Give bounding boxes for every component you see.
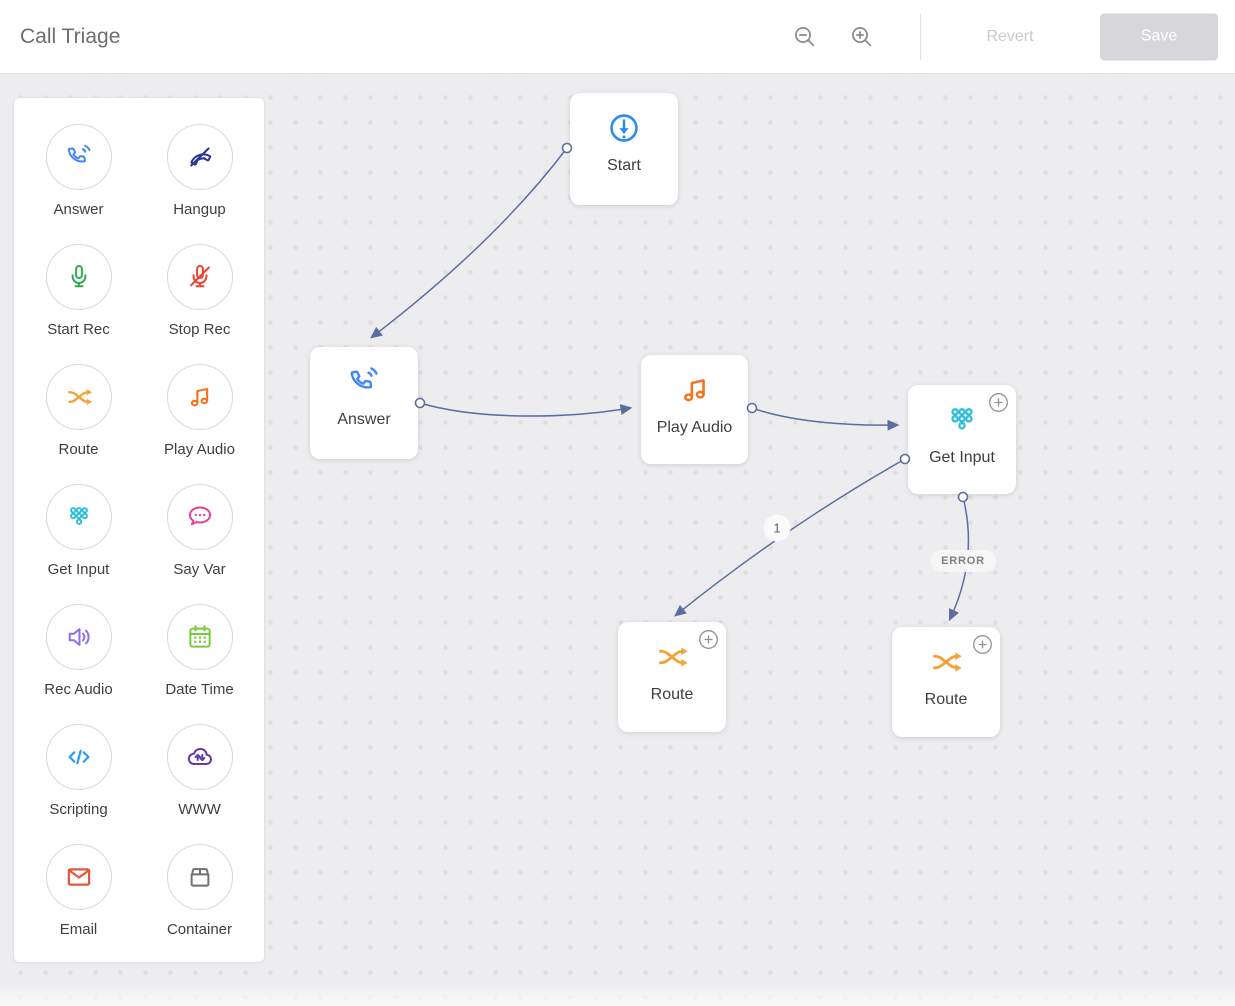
microphone-off-icon <box>185 262 215 292</box>
flow-canvas[interactable]: Answer Hangup Start Rec Stop Rec Route <box>0 73 1235 1006</box>
palette-item-label: Get Input <box>47 561 110 578</box>
magnifier-minus-icon <box>791 23 819 51</box>
zoom-out-button[interactable] <box>791 23 819 51</box>
palette-item-play-audio[interactable]: Play Audio <box>139 364 260 484</box>
palette-item-label: Rec Audio <box>44 681 113 698</box>
calendar-icon <box>185 622 215 652</box>
answer-phone-icon <box>346 364 382 400</box>
palette-item-www[interactable]: WWW <box>139 724 260 844</box>
node-label: Answer <box>337 411 391 428</box>
node-palette: Answer Hangup Start Rec Stop Rec Route <box>13 97 265 963</box>
edge-label-error: ERROR <box>930 550 996 572</box>
palette-item-label: Email <box>59 921 98 938</box>
palette-item-label: Play Audio <box>164 441 235 458</box>
add-transition-button[interactable] <box>698 629 719 650</box>
shuffle-route-icon <box>64 382 94 412</box>
palette-item-stop-rec[interactable]: Stop Rec <box>139 244 260 364</box>
start-icon <box>606 110 642 146</box>
palette-item-label: Answer <box>53 201 104 218</box>
palette-item-circle <box>45 124 112 190</box>
dialpad-icon <box>64 502 94 532</box>
magnifier-plus-icon <box>848 23 876 51</box>
node-label: Play Audio <box>656 419 733 436</box>
node-label: Get Input <box>929 449 995 466</box>
palette-item-email[interactable]: Email <box>18 844 139 964</box>
palette-item-label: Date Time <box>165 681 234 698</box>
node-get-input[interactable]: Get Input <box>908 385 1016 494</box>
edge-get-input-to-route-1 <box>674 458 906 617</box>
node-start[interactable]: Start <box>570 93 678 205</box>
edge-start-to-answer <box>370 147 568 339</box>
palette-item-label: WWW <box>178 801 221 818</box>
palette-item-circle <box>166 484 233 550</box>
palette-item-label: Start Rec <box>47 321 110 338</box>
edge-answer-to-play-audio <box>419 402 633 417</box>
music-note-icon <box>677 372 713 408</box>
palette-item-date-time[interactable]: Date Time <box>139 604 260 724</box>
palette-item-answer[interactable]: Answer <box>18 124 139 244</box>
port-play-audio-output[interactable] <box>746 402 758 414</box>
palette-item-circle <box>166 364 233 430</box>
palette-item-get-input[interactable]: Get Input <box>18 484 139 604</box>
palette-item-label: Stop Rec <box>168 321 231 338</box>
palette-item-rec-audio[interactable]: Rec Audio <box>18 604 139 724</box>
palette-item-label: Route <box>58 441 99 458</box>
palette-item-container[interactable]: Container <box>139 844 260 964</box>
zoom-in-button[interactable] <box>848 23 876 51</box>
speech-bubble-icon <box>185 502 215 532</box>
palette-item-circle <box>166 604 233 670</box>
edge-label-branch-1: 1 <box>763 514 791 542</box>
dialpad-icon <box>944 402 980 438</box>
palette-item-circle <box>166 124 233 190</box>
node-route-2[interactable]: Route <box>892 627 1000 737</box>
palette-item-label: Say Var <box>173 561 226 578</box>
code-brackets-icon <box>64 742 94 772</box>
envelope-icon <box>64 862 94 892</box>
plus-circle-icon <box>988 392 1009 413</box>
node-answer[interactable]: Answer <box>310 347 418 459</box>
palette-item-circle <box>166 844 233 910</box>
palette-item-label: Scripting <box>49 801 108 818</box>
music-note-icon <box>185 382 215 412</box>
save-button[interactable]: Save <box>1100 13 1218 60</box>
cloud-transfer-icon <box>185 742 215 772</box>
palette-item-label: Container <box>166 921 233 938</box>
plus-circle-icon <box>972 634 993 655</box>
palette-item-circle <box>45 844 112 910</box>
microphone-icon <box>64 262 94 292</box>
app-header: Call Triage Revert Save <box>0 0 1235 74</box>
speaker-audio-icon <box>64 622 94 652</box>
node-route-1[interactable]: Route <box>618 622 726 732</box>
answer-phone-icon <box>64 142 94 172</box>
node-play-audio[interactable]: Play Audio <box>641 355 748 464</box>
palette-item-label: Hangup <box>173 201 226 218</box>
add-transition-button[interactable] <box>988 392 1009 413</box>
palette-item-say-var[interactable]: Say Var <box>139 484 260 604</box>
add-transition-button[interactable] <box>972 634 993 655</box>
revert-button[interactable]: Revert <box>958 27 1062 47</box>
node-label: Route <box>650 686 694 703</box>
flow-title: Call Triage <box>20 24 121 48</box>
palette-item-circle <box>166 724 233 790</box>
container-box-icon <box>185 862 215 892</box>
header-divider <box>920 13 921 60</box>
edge-play-audio-to-get-input <box>751 407 900 431</box>
hangup-phone-icon <box>185 142 215 172</box>
palette-item-route[interactable]: Route <box>18 364 139 484</box>
palette-item-scripting[interactable]: Scripting <box>18 724 139 844</box>
palette-item-circle <box>45 364 112 430</box>
plus-circle-icon <box>698 629 719 650</box>
palette-item-circle <box>45 724 112 790</box>
node-label: Route <box>924 691 968 708</box>
shuffle-route-icon <box>928 644 964 680</box>
palette-item-hangup[interactable]: Hangup <box>139 124 260 244</box>
palette-item-circle <box>166 244 233 310</box>
palette-item-circle <box>45 244 112 310</box>
shuffle-route-icon <box>654 639 690 675</box>
palette-item-circle <box>45 604 112 670</box>
palette-item-circle <box>45 484 112 550</box>
palette-item-start-rec[interactable]: Start Rec <box>18 244 139 364</box>
node-label: Start <box>607 157 641 174</box>
